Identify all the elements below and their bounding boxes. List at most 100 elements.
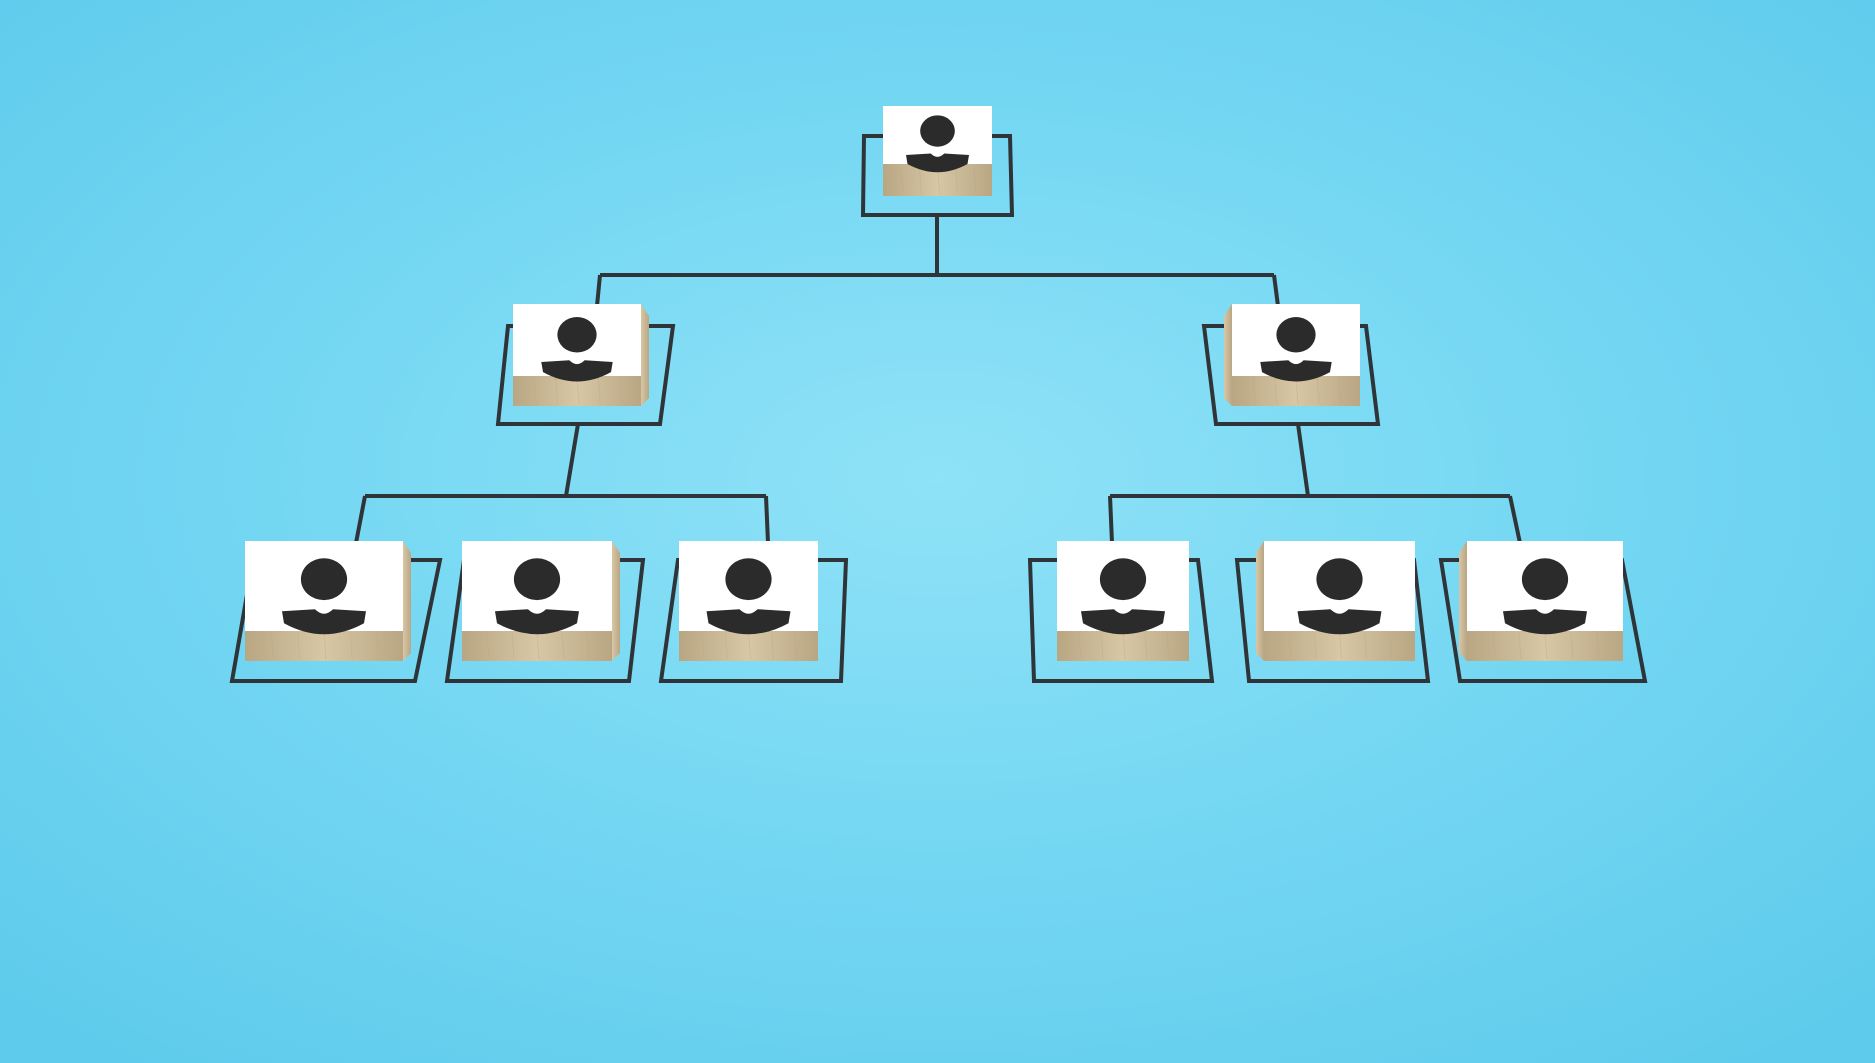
person-icon [1260, 316, 1332, 382]
person-head [920, 115, 955, 147]
block-side [612, 541, 620, 661]
person-icon [1503, 558, 1587, 635]
wood-grain [1338, 377, 1342, 405]
wood-grain [1313, 632, 1317, 660]
person-head [557, 316, 597, 353]
wood-grain [511, 632, 515, 660]
person-block [1459, 541, 1623, 661]
wood-grain [486, 632, 490, 660]
person-body [706, 609, 791, 635]
wood-grain [270, 632, 274, 660]
person-head [1276, 316, 1316, 353]
wood-grain [376, 632, 380, 660]
wood-grain [1078, 632, 1082, 660]
person-block [1256, 541, 1415, 661]
block-wood-face [679, 631, 818, 661]
wood-grain [597, 377, 601, 405]
wood-grain [349, 632, 353, 660]
wood-grain [973, 165, 977, 195]
block-side [1256, 541, 1264, 661]
person-body [1297, 609, 1382, 635]
wood-grain [1288, 632, 1292, 660]
person-head [1099, 558, 1147, 601]
person-body [906, 153, 969, 173]
connector-line [764, 495, 770, 544]
connector-line [595, 274, 602, 307]
person-head [725, 558, 772, 601]
wood-grain [533, 377, 537, 405]
wood-grain [1492, 632, 1496, 660]
person-icon [1081, 558, 1165, 635]
person-body [541, 360, 613, 382]
block-side [1224, 304, 1232, 406]
person-block [883, 106, 992, 196]
person-block [462, 541, 620, 661]
person-block [1057, 541, 1189, 661]
person-block [513, 304, 649, 406]
wood-grain [1274, 377, 1278, 405]
person-block [679, 541, 818, 661]
wood-grain [1339, 632, 1342, 660]
wood-grain [586, 632, 590, 660]
wood-grain [1316, 377, 1320, 405]
wood-grain [619, 377, 623, 405]
connector-line [1508, 495, 1522, 544]
wood-grain [1596, 632, 1600, 660]
block-wood-face [245, 631, 403, 661]
person-icon [541, 316, 613, 382]
wood-grain [794, 632, 798, 660]
connector-line [564, 423, 580, 497]
wood-grain [576, 377, 580, 405]
person-icon [282, 558, 366, 635]
person-body [1081, 609, 1165, 635]
person-block [245, 541, 411, 661]
connector-line [1272, 274, 1280, 307]
wood-grain [900, 165, 904, 195]
person-body [495, 609, 579, 635]
block-side [1459, 541, 1467, 661]
wood-grain [1295, 377, 1299, 405]
block-wood-face [1467, 631, 1623, 661]
wood-grain [561, 632, 565, 660]
person-body [282, 609, 366, 635]
wood-grain [1544, 632, 1548, 660]
block-wood-face [1057, 631, 1189, 661]
person-body [1503, 609, 1587, 635]
wood-grain [1364, 632, 1368, 660]
wood-grain [918, 165, 922, 195]
connector-line [1296, 423, 1310, 497]
person-icon [706, 558, 791, 635]
wood-grain [536, 632, 540, 660]
person-head [300, 558, 348, 601]
wood-grain [555, 377, 559, 405]
connector-lines [229, 134, 1648, 683]
wood-grain [1389, 632, 1393, 660]
connector-line [354, 495, 367, 544]
wood-grain [1122, 632, 1126, 660]
block-side [641, 304, 649, 406]
wood-grain [1144, 632, 1148, 660]
person-icon [495, 558, 579, 635]
wood-grain [1518, 632, 1522, 660]
wood-grain [771, 632, 775, 660]
wood-grain [297, 632, 301, 660]
person-blocks [245, 106, 1623, 661]
person-head [513, 558, 561, 601]
person-head [1316, 558, 1363, 601]
block-wood-face [1264, 631, 1415, 661]
wood-grain [748, 632, 751, 660]
connector-line [1108, 495, 1114, 544]
person-icon [1297, 558, 1382, 635]
wood-grain [701, 632, 705, 660]
wood-grain [724, 632, 728, 660]
person-icon [906, 115, 969, 173]
person-body [1260, 360, 1332, 382]
wood-grain [1166, 632, 1170, 660]
person-block [1224, 304, 1360, 406]
block-side [403, 541, 411, 661]
wood-grain [1252, 377, 1256, 405]
person-head [1521, 558, 1569, 601]
wood-grain [1100, 632, 1104, 660]
wood-grain [323, 632, 327, 660]
